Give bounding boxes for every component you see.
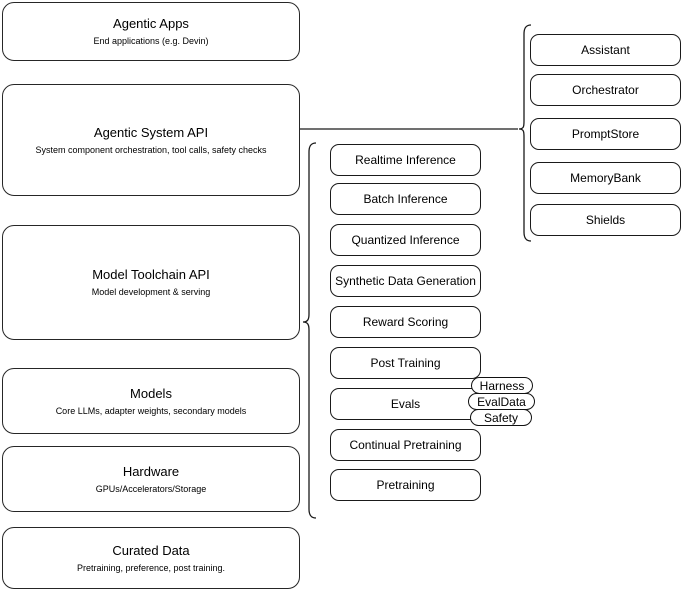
capability-label: Synthetic Data Generation: [335, 273, 476, 288]
layer-title: Models: [130, 385, 172, 401]
capability-reward-scoring[interactable]: Reward Scoring: [330, 306, 481, 338]
component-orchestrator[interactable]: Orchestrator: [530, 74, 681, 106]
layer-title: Hardware: [122, 463, 180, 479]
component-label: MemoryBank: [570, 170, 641, 185]
layer-subtitle: Pretraining, preference, post training.: [76, 562, 226, 573]
capability-label: Evals: [390, 396, 421, 411]
layer-subtitle: Model development & serving: [91, 287, 211, 297]
component-memorybank[interactable]: MemoryBank: [530, 162, 681, 194]
evals-pill-harness[interactable]: Harness: [471, 377, 533, 394]
capability-pretraining[interactable]: Pretraining: [330, 469, 481, 501]
capability-label: Batch Inference: [363, 191, 448, 206]
capability-realtime-inference[interactable]: Realtime Inference: [330, 144, 481, 176]
layer-curated-data[interactable]: Curated Data Pretraining, preference, po…: [2, 527, 300, 589]
capability-label: Quantized Inference: [351, 232, 460, 247]
layer-title: Curated Data: [112, 542, 190, 558]
capability-label: Realtime Inference: [355, 152, 456, 167]
capability-quantized-inference[interactable]: Quantized Inference: [330, 224, 481, 256]
capability-batch-inference[interactable]: Batch Inference: [330, 183, 481, 215]
capability-label: Post Training: [370, 355, 441, 370]
layer-subtitle: Core LLMs, adapter weights, secondary mo…: [55, 405, 247, 416]
capability-continual-pretraining[interactable]: Continual Pretraining: [330, 429, 481, 461]
layer-subtitle: End applications (e.g. Devin): [93, 36, 209, 46]
component-promptstore[interactable]: PromptStore: [530, 118, 681, 150]
component-label: Shields: [585, 212, 626, 227]
pill-label: EvalData: [477, 394, 526, 409]
component-assistant[interactable]: Assistant: [530, 34, 681, 66]
pill-label: Harness: [479, 378, 525, 393]
layer-title: Model Toolchain API: [92, 267, 210, 282]
evals-pill-evaldata[interactable]: EvalData: [468, 393, 535, 410]
layer-subtitle: System component orchestration, tool cal…: [35, 144, 267, 155]
capability-post-training[interactable]: Post Training: [330, 347, 481, 379]
layer-hardware[interactable]: Hardware GPUs/Accelerators/Storage: [2, 446, 300, 512]
layer-subtitle: GPUs/Accelerators/Storage: [95, 483, 207, 494]
capability-label: Pretraining: [376, 477, 435, 492]
component-shields[interactable]: Shields: [530, 204, 681, 236]
layer-agentic-apps[interactable]: Agentic Apps End applications (e.g. Devi…: [2, 2, 300, 61]
capability-synthetic-data-generation[interactable]: Synthetic Data Generation: [330, 265, 481, 297]
capability-label: Reward Scoring: [362, 314, 449, 329]
layer-model-toolchain-api[interactable]: Model Toolchain API Model development & …: [2, 225, 300, 340]
layer-models[interactable]: Models Core LLMs, adapter weights, secon…: [2, 368, 300, 434]
layer-agentic-system-api[interactable]: Agentic System API System component orch…: [2, 84, 300, 196]
component-label: Assistant: [581, 42, 630, 57]
capability-label: Continual Pretraining: [349, 437, 462, 452]
toolchain-curly-brace: [302, 142, 317, 519]
layer-title: Agentic System API: [93, 124, 209, 140]
layer-title: Agentic Apps: [113, 16, 189, 31]
component-label: Orchestrator: [572, 82, 639, 97]
evals-pill-safety[interactable]: Safety: [470, 409, 532, 426]
capability-evals[interactable]: Evals: [330, 388, 481, 420]
pill-label: Safety: [483, 410, 519, 425]
component-label: PromptStore: [571, 126, 640, 141]
